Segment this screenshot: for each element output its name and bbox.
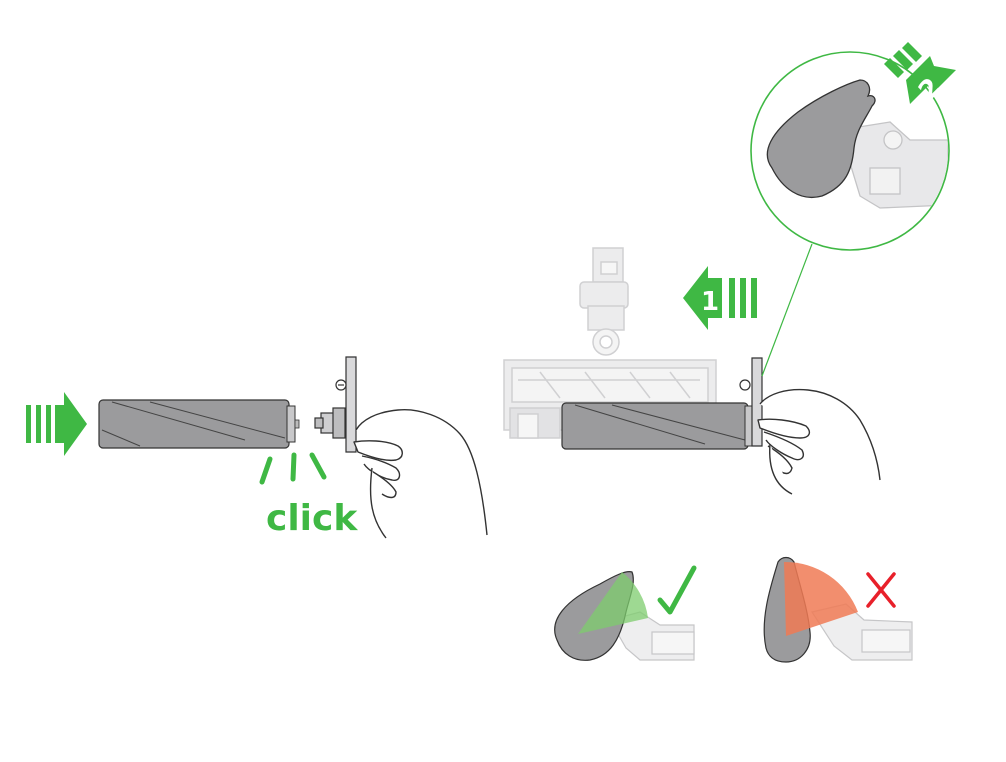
step2-arrow (884, 42, 956, 104)
step1-arrow (683, 266, 757, 330)
click-label: click (266, 498, 358, 539)
insert-arrow (26, 392, 87, 456)
brush-roller (98, 399, 300, 449)
step1-number: 1 (701, 287, 719, 317)
cross-icon (866, 572, 896, 608)
zoom-detail (766, 79, 948, 209)
hand-left (353, 409, 488, 539)
click-lines (259, 452, 327, 485)
hand-right (757, 388, 881, 495)
end-cap (314, 356, 357, 453)
correct-example (554, 565, 697, 661)
latch-lever-zoomed (766, 79, 876, 198)
check-icon (657, 565, 697, 615)
incorrect-example (763, 556, 913, 663)
zoom-callout-line (761, 243, 813, 377)
